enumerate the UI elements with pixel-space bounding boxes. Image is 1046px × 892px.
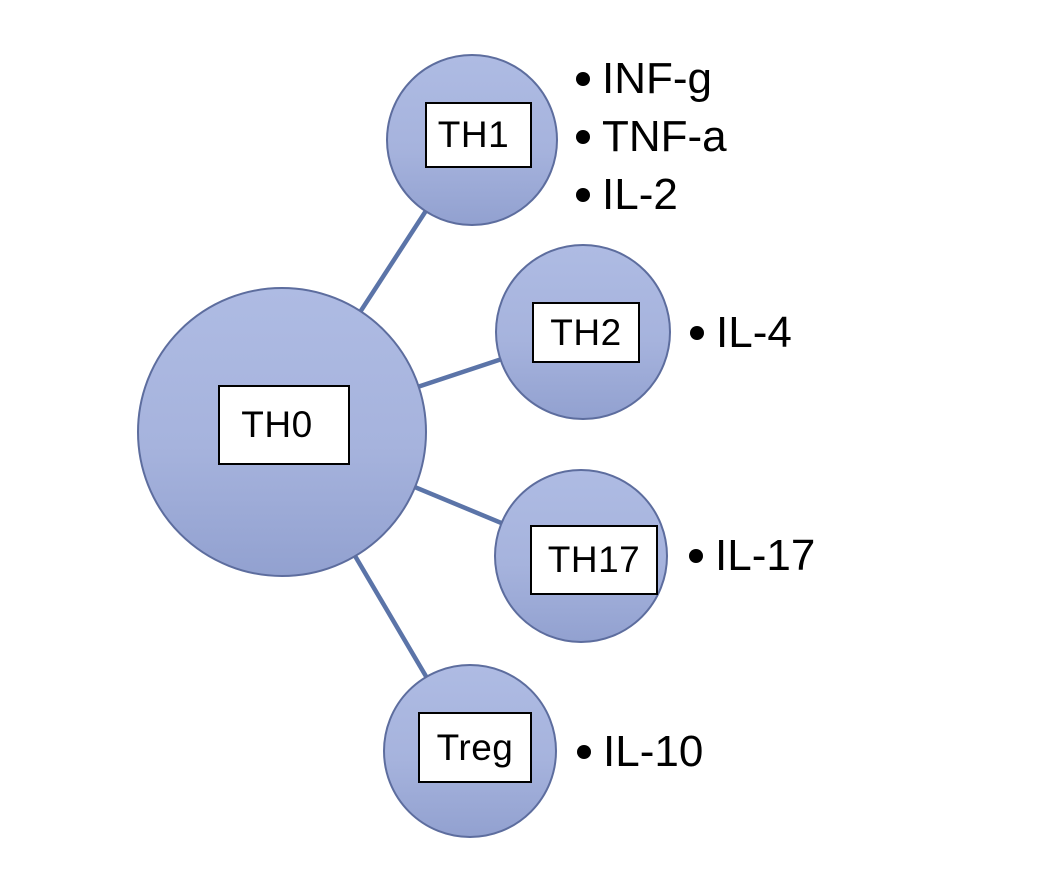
treg-cytokine-list: IL-10 [577,723,703,781]
node-th2-circle [495,244,671,420]
cytokine-item: TNF-a [576,108,727,166]
node-th2-label-box: TH2 [532,302,640,363]
node-th17-label: TH17 [547,539,641,580]
cytokine-label: INF-g [602,54,712,103]
bullet-icon [576,72,590,86]
cytokine-item: IL-17 [689,527,815,585]
node-th0-label-box: TH0 [218,385,350,465]
node-treg-label-box: Treg [418,712,532,783]
bullet-icon [576,130,590,144]
cytokine-label: IL-4 [716,308,792,357]
node-th1-label: TH1 [437,114,510,155]
cytokine-item: IL-4 [690,304,792,362]
cytokine-label: IL-2 [602,170,678,219]
node-th2-label: TH2 [550,311,622,353]
cytokine-label: TNF-a [602,112,727,161]
cytokine-item: IL-2 [576,166,727,224]
bullet-icon [577,745,591,759]
bullet-icon [690,326,704,340]
cytokine-item: IL-10 [577,723,703,781]
node-treg-label: Treg [436,726,514,768]
th1-cytokine-list: INF-g TNF-a IL-2 [576,50,727,224]
node-th1-label-box: TH1 [425,102,532,168]
node-th0-label: TH0 [241,404,313,445]
bullet-icon [689,549,703,563]
th17-cytokine-list: IL-17 [689,527,815,585]
node-th17-label-box: TH17 [530,525,658,595]
th2-cytokine-list: IL-4 [690,304,792,362]
bullet-icon [576,188,590,202]
cytokine-label: IL-17 [715,531,816,580]
cytokine-label: IL-10 [603,727,704,776]
cytokine-item: INF-g [576,50,727,108]
